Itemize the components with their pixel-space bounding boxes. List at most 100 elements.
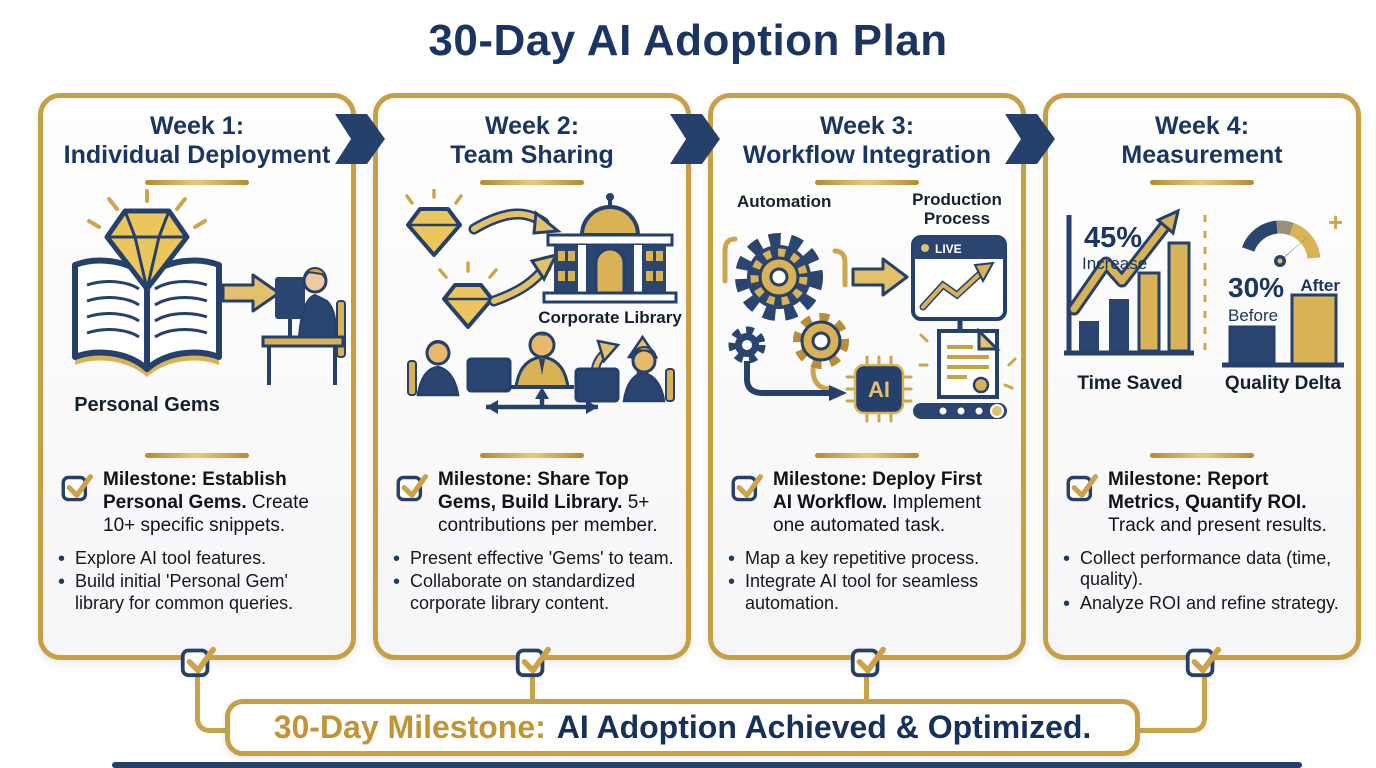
milestone-rest: Track and present results.: [1108, 515, 1327, 537]
document-icon: [918, 327, 1017, 399]
gear-icon: [793, 313, 849, 369]
week2-bottom-checkbox-icon: [515, 646, 551, 678]
week2-bullets: Present effective 'Gems' to team. Collab…: [378, 547, 686, 616]
week1-header-line1: Week 1:: [149, 112, 245, 140]
ai-chip-icon: AI: [845, 355, 913, 423]
week2-header-line2: Team Sharing: [450, 141, 614, 169]
production-label-line2: Process: [924, 209, 990, 228]
week4-card: Week 4: Measurement 45% Increase Time Sa…: [1043, 93, 1361, 660]
bullet-item: Integrate AI tool for seamless automatio…: [728, 570, 1009, 615]
milestone-bold: Milestone: Report Metrics, Quantify ROI.: [1108, 469, 1307, 514]
gold-divider: [1150, 180, 1254, 185]
week1-milestone-text: Milestone: Establish Personal Gems. Crea…: [103, 468, 335, 538]
milestone-rest: Create 10+ specific snippets.: [103, 492, 309, 537]
time-saved-bar-chart-icon: [1064, 208, 1194, 356]
gauge-icon: [1241, 220, 1321, 267]
gold-divider: [145, 180, 249, 185]
gold-divider: [145, 453, 249, 458]
gold-divider: [815, 180, 919, 185]
diamond-gem-icon: [104, 208, 190, 292]
week4-bullets: Collect performance data (time, quality)…: [1048, 547, 1356, 617]
footer-milestone-banner: 30-Day Milestone: AI Adoption Achieved &…: [225, 699, 1140, 756]
week1-bullets: Explore AI tool features. Build initial …: [43, 547, 351, 616]
increase-label: Increase: [1082, 254, 1147, 273]
production-label-line1: Production: [912, 190, 1002, 209]
week2-connector-line: [530, 676, 535, 700]
week2-card: Week 2: Team Sharing: [373, 93, 691, 660]
checkbox-icon: [731, 474, 763, 502]
week1-illustration: Personal Gems: [72, 189, 346, 416]
week1-bottom-checkbox-icon: [180, 646, 216, 678]
bullet-item: Explore AI tool features.: [58, 547, 339, 571]
gold-divider: [815, 453, 919, 458]
week2-illustration: Corporate Library: [405, 189, 682, 414]
week-connector-arrow-icon: [670, 114, 720, 164]
week3-bottom-checkbox-icon: [850, 646, 886, 678]
checkbox-icon: [1066, 474, 1098, 502]
quality-delta-bar-chart-icon: [1222, 293, 1344, 368]
team-member-icon: [407, 339, 512, 397]
corporate-library-caption: Corporate Library: [538, 308, 682, 327]
sparkle-rays-icon: [87, 189, 207, 229]
week1-card: Week 1: Individual Deployment: [38, 93, 356, 660]
library-building-icon: [542, 193, 678, 304]
week4-milestone: Milestone: Report Metrics, Quantify ROI.…: [1048, 468, 1356, 538]
week4-illustration: 45% Increase Time Saved + 30%: [1064, 207, 1344, 394]
week3-header-line1: Week 3:: [819, 112, 915, 140]
week4-bottom-checkbox-icon: [1185, 646, 1221, 678]
gear-icon: [735, 233, 823, 321]
milestone-bold: Milestone: Share Top Gems, Build Library…: [438, 469, 629, 514]
bullet-item: Collect performance data (time, quality)…: [1063, 547, 1344, 592]
week2-milestone: Milestone: Share Top Gems, Build Library…: [378, 468, 686, 538]
presenter-person-icon: [510, 331, 574, 389]
week3-card: Week 3: Workflow Integration Automation …: [708, 93, 1026, 660]
bullet-item: Collaborate on standardized corporate li…: [393, 570, 674, 615]
gold-divider: [480, 453, 584, 458]
week4-header-line2: Measurement: [1121, 141, 1283, 169]
week-connector-arrow-icon: [335, 114, 385, 164]
diamond-gem-icon: [405, 189, 498, 329]
week3-header-line2: Workflow Integration: [742, 141, 992, 169]
week3-bullets: Map a key repetitive process. Integrate …: [713, 547, 1021, 616]
time-saved-caption: Time Saved: [1077, 373, 1182, 394]
after-label: After: [1300, 276, 1340, 295]
footer-milestone-text: AI Adoption Achieved & Optimized.: [556, 709, 1092, 745]
person-at-desk-icon: [261, 267, 346, 385]
milestone-bold: Milestone: Deploy First AI Workflow.: [773, 469, 983, 514]
increase-value: 45%: [1084, 222, 1142, 254]
team-member-icon: [574, 346, 675, 403]
plus-sign: +: [1328, 207, 1343, 237]
open-book-icon: [72, 257, 222, 377]
delta-value: 30%: [1228, 272, 1284, 303]
week1-connector-line: [195, 676, 230, 733]
bullet-item: Build initial 'Personal Gem' library for…: [58, 570, 339, 615]
personal-gems-caption: Personal Gems: [74, 394, 220, 416]
bottom-navy-strip: [112, 762, 1302, 768]
week3-milestone-text: Milestone: Deploy First AI Workflow. Imp…: [773, 468, 1005, 538]
milestone-bold: Milestone: Establish Personal Gems.: [103, 469, 287, 514]
week1-milestone: Milestone: Establish Personal Gems. Crea…: [43, 468, 351, 538]
week1-header-line2: Individual Deployment: [63, 141, 331, 169]
bullet-item: Present effective 'Gems' to team.: [393, 547, 674, 571]
gear-icon: [728, 326, 766, 364]
milestone-rest: Implement one automated task.: [773, 492, 981, 537]
flow-line-gold: [722, 236, 848, 392]
checkbox-icon: [61, 474, 93, 502]
footer-milestone-prefix: 30-Day Milestone:: [273, 709, 546, 745]
browser-live-icon: LIVE: [911, 235, 1007, 321]
checkbox-icon: [396, 474, 428, 502]
milestone-rest: 5+ contributions per member.: [438, 492, 658, 537]
week4-connector-line: [1140, 676, 1207, 733]
ai-chip-label: AI: [868, 377, 890, 402]
page-title: 30-Day AI Adoption Plan: [428, 16, 948, 65]
week2-header-line1: Week 2:: [484, 112, 580, 140]
gold-divider: [1150, 453, 1254, 458]
curved-arrow-icon: [468, 208, 562, 307]
gold-divider: [480, 180, 584, 185]
week3-illustration: Automation Production Process: [722, 190, 1017, 423]
bullet-item: Map a key repetitive process.: [728, 547, 1009, 571]
automation-label: Automation: [737, 192, 831, 211]
live-badge: LIVE: [935, 242, 962, 256]
week4-header-line1: Week 4:: [1154, 112, 1250, 140]
